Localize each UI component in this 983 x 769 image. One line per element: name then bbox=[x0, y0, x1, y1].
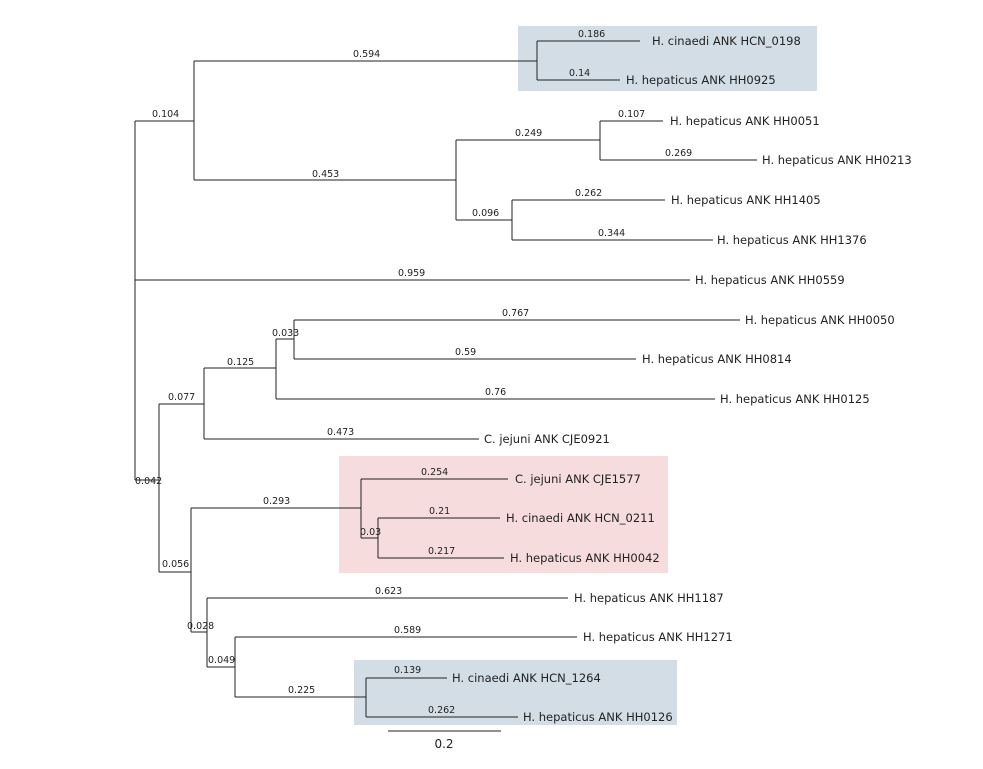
taxon-label: H. hepaticus ANK HH0050 bbox=[745, 313, 895, 327]
branch-label: 0.249 bbox=[515, 128, 542, 139]
branch-label: 0.104 bbox=[152, 109, 179, 120]
taxon-label: H. hepaticus ANK HH0125 bbox=[720, 392, 870, 406]
branch-label: 0.125 bbox=[227, 357, 254, 368]
branch-label: 0.344 bbox=[598, 228, 625, 239]
highlight-box-bottom bbox=[354, 660, 677, 725]
branch-label: 0.217 bbox=[428, 546, 455, 557]
branch-length-labels: 0.104 0.042 0.594 0.186 0.14 0.453 0.249… bbox=[135, 29, 692, 716]
taxon-label: H. hepaticus ANK HH0051 bbox=[670, 114, 820, 128]
branch-label: 0.033 bbox=[272, 328, 299, 339]
branch-label: 0.254 bbox=[421, 467, 448, 478]
branch-label: 0.049 bbox=[208, 655, 235, 666]
taxon-label: H. hepaticus ANK HH0213 bbox=[762, 153, 912, 167]
taxon-label: H. hepaticus ANK HH0925 bbox=[626, 73, 776, 87]
highlight-box-pink bbox=[339, 456, 668, 573]
taxon-label: H. hepaticus ANK HH1405 bbox=[671, 193, 821, 207]
branch-label: 0.186 bbox=[578, 29, 605, 40]
taxon-label: H. cinaedi ANK HCN_1264 bbox=[452, 671, 601, 685]
branch-label: 0.767 bbox=[502, 308, 529, 319]
branch-label: 0.293 bbox=[263, 496, 290, 507]
branch-label: 0.225 bbox=[288, 685, 315, 696]
branch-label: 0.139 bbox=[394, 665, 421, 676]
scale-bar-label: 0.2 bbox=[434, 737, 453, 751]
branch-label: 0.76 bbox=[485, 387, 506, 398]
scale-bar: 0.2 bbox=[388, 730, 501, 751]
taxon-label: H. cinaedi ANK HCN_0211 bbox=[506, 511, 655, 525]
branch-label: 0.14 bbox=[569, 68, 590, 79]
branch-label: 0.077 bbox=[168, 392, 195, 403]
taxon-label: H. hepaticus ANK HH1187 bbox=[574, 591, 724, 605]
taxon-label: H. hepaticus ANK HH0559 bbox=[695, 273, 845, 287]
branch-label: 0.453 bbox=[312, 169, 339, 180]
branch-label: 0.03 bbox=[360, 527, 381, 538]
branch-label: 0.473 bbox=[327, 427, 354, 438]
branch-label: 0.21 bbox=[429, 506, 450, 517]
branches bbox=[134, 40, 757, 718]
taxon-label: H. hepaticus ANK HH1376 bbox=[717, 233, 867, 247]
branch-label: 0.028 bbox=[187, 621, 214, 632]
branch-label: 0.59 bbox=[455, 347, 476, 358]
branch-label: 0.269 bbox=[665, 148, 692, 159]
branch-label: 0.959 bbox=[398, 268, 425, 279]
branch-label: 0.262 bbox=[575, 188, 602, 199]
taxon-labels: H. cinaedi ANK HCN_0198 H. hepaticus ANK… bbox=[452, 34, 912, 724]
branch-label: 0.056 bbox=[162, 559, 189, 570]
taxon-label: H. hepaticus ANK HH0814 bbox=[642, 352, 792, 366]
branch-label: 0.042 bbox=[135, 476, 162, 487]
taxon-label: C. jejuni ANK CJE1577 bbox=[515, 472, 641, 486]
taxon-label: H. cinaedi ANK HCN_0198 bbox=[652, 34, 801, 48]
taxon-label: C. jejuni ANK CJE0921 bbox=[484, 432, 610, 446]
taxon-label: H. hepaticus ANK HH1271 bbox=[583, 630, 733, 644]
branch-label: 0.589 bbox=[394, 625, 421, 636]
branch-label: 0.623 bbox=[375, 586, 402, 597]
branch-label: 0.096 bbox=[472, 208, 499, 219]
branch-label: 0.262 bbox=[428, 705, 455, 716]
branch-label: 0.107 bbox=[618, 109, 645, 120]
taxon-label: H. hepaticus ANK HH0042 bbox=[510, 551, 660, 565]
branch-label: 0.594 bbox=[353, 49, 380, 60]
taxon-label: H. hepaticus ANK HH0126 bbox=[523, 710, 673, 724]
